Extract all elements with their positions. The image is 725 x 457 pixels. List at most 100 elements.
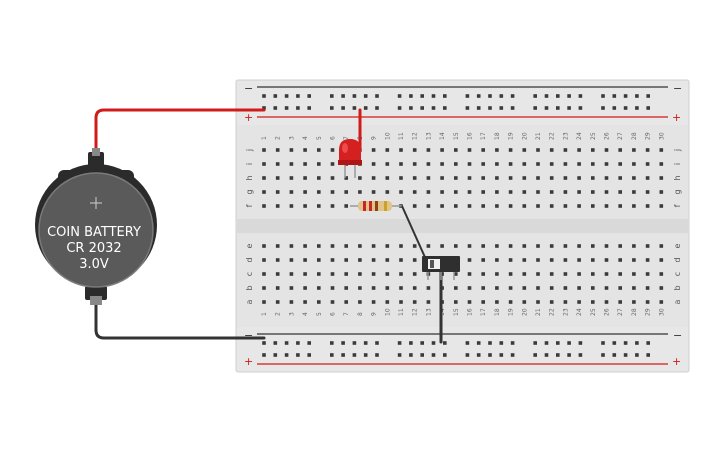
rail-hole[interactable] — [544, 341, 549, 345]
rail-hole[interactable] — [567, 353, 571, 357]
terminal-hole[interactable] — [454, 272, 458, 276]
terminal-hole[interactable] — [262, 286, 266, 290]
terminal-hole[interactable] — [467, 176, 472, 180]
terminal-hole[interactable] — [508, 286, 513, 290]
terminal-hole[interactable] — [399, 286, 403, 290]
terminal-hole[interactable] — [330, 190, 335, 194]
terminal-hole[interactable] — [412, 190, 417, 194]
rail-hole[interactable] — [443, 106, 447, 110]
rail-hole[interactable] — [612, 341, 617, 345]
terminal-hole[interactable] — [275, 300, 280, 304]
terminal-hole[interactable] — [344, 204, 348, 208]
terminal-hole[interactable] — [289, 176, 294, 180]
terminal-hole[interactable] — [508, 258, 513, 262]
terminal-hole[interactable] — [317, 258, 321, 262]
terminal-hole[interactable] — [344, 300, 348, 304]
rail-hole[interactable] — [635, 353, 639, 357]
terminal-hole[interactable] — [536, 300, 540, 304]
terminal-hole[interactable] — [289, 244, 294, 248]
terminal-hole[interactable] — [577, 286, 581, 290]
terminal-hole[interactable] — [563, 176, 568, 180]
rail-hole[interactable] — [499, 94, 504, 98]
terminal-hole[interactable] — [412, 148, 417, 152]
terminal-hole[interactable] — [467, 300, 472, 304]
rail-hole[interactable] — [646, 94, 650, 98]
terminal-hole[interactable] — [659, 176, 664, 180]
terminal-hole[interactable] — [344, 258, 348, 262]
terminal-hole[interactable] — [317, 286, 321, 290]
rail-hole[interactable] — [307, 341, 311, 345]
terminal-hole[interactable] — [358, 286, 362, 290]
terminal-hole[interactable] — [412, 258, 417, 262]
rail-hole[interactable] — [352, 106, 357, 110]
terminal-hole[interactable] — [440, 176, 444, 180]
terminal-hole[interactable] — [303, 176, 307, 180]
terminal-hole[interactable] — [563, 244, 568, 248]
breadboard[interactable]: − + − + − + − + 112233445566778899101011… — [235, 79, 690, 373]
terminal-hole[interactable] — [618, 286, 622, 290]
rail-hole[interactable] — [284, 106, 289, 110]
terminal-hole[interactable] — [659, 148, 664, 152]
terminal-hole[interactable] — [618, 272, 622, 276]
rail-hole[interactable] — [601, 341, 605, 345]
rail-hole[interactable] — [262, 94, 266, 98]
terminal-hole[interactable] — [563, 204, 568, 208]
terminal-hole[interactable] — [495, 272, 499, 276]
terminal-hole[interactable] — [632, 272, 636, 276]
terminal-hole[interactable] — [495, 300, 499, 304]
terminal-hole[interactable] — [659, 272, 664, 276]
terminal-hole[interactable] — [454, 148, 458, 152]
red-led[interactable] — [338, 139, 362, 178]
terminal-hole[interactable] — [604, 176, 609, 180]
terminal-hole[interactable] — [481, 286, 485, 290]
terminal-hole[interactable] — [358, 190, 362, 194]
rail-hole[interactable] — [635, 341, 639, 345]
rail-hole[interactable] — [443, 341, 447, 345]
terminal-hole[interactable] — [344, 286, 348, 290]
terminal-hole[interactable] — [289, 258, 294, 262]
terminal-hole[interactable] — [467, 204, 472, 208]
rail-hole[interactable] — [623, 353, 628, 357]
terminal-hole[interactable] — [303, 286, 307, 290]
terminal-hole[interactable] — [495, 148, 499, 152]
terminal-hole[interactable] — [549, 190, 554, 194]
terminal-hole[interactable] — [522, 272, 527, 276]
terminal-hole[interactable] — [289, 272, 294, 276]
rail-hole[interactable] — [420, 94, 424, 98]
terminal-hole[interactable] — [645, 148, 650, 152]
terminal-hole[interactable] — [563, 300, 568, 304]
terminal-hole[interactable] — [358, 176, 362, 180]
terminal-hole[interactable] — [303, 272, 307, 276]
terminal-hole[interactable] — [371, 300, 376, 304]
terminal-hole[interactable] — [563, 148, 568, 152]
rail-hole[interactable] — [431, 353, 436, 357]
terminal-hole[interactable] — [522, 176, 527, 180]
rail-hole[interactable] — [409, 341, 413, 345]
terminal-hole[interactable] — [618, 162, 622, 166]
rail-hole[interactable] — [533, 94, 537, 98]
terminal-hole[interactable] — [344, 176, 348, 180]
rail-hole[interactable] — [635, 94, 639, 98]
terminal-hole[interactable] — [454, 190, 458, 194]
terminal-hole[interactable] — [659, 244, 664, 248]
terminal-hole[interactable] — [275, 286, 280, 290]
rail-hole[interactable] — [567, 106, 571, 110]
terminal-hole[interactable] — [262, 148, 266, 152]
rail-hole[interactable] — [578, 353, 583, 357]
terminal-hole[interactable] — [344, 190, 348, 194]
rail-hole[interactable] — [601, 353, 605, 357]
terminal-hole[interactable] — [399, 272, 403, 276]
rail-hole[interactable] — [578, 341, 583, 345]
terminal-hole[interactable] — [632, 190, 636, 194]
terminal-hole[interactable] — [549, 148, 554, 152]
rail-hole[interactable] — [476, 94, 481, 98]
terminal-hole[interactable] — [577, 204, 581, 208]
terminal-hole[interactable] — [440, 162, 444, 166]
rail-hole[interactable] — [341, 341, 345, 345]
terminal-hole[interactable] — [454, 244, 458, 248]
terminal-hole[interactable] — [563, 190, 568, 194]
terminal-hole[interactable] — [632, 258, 636, 262]
rail-hole[interactable] — [375, 106, 379, 110]
rail-hole[interactable] — [646, 341, 650, 345]
terminal-hole[interactable] — [508, 272, 513, 276]
